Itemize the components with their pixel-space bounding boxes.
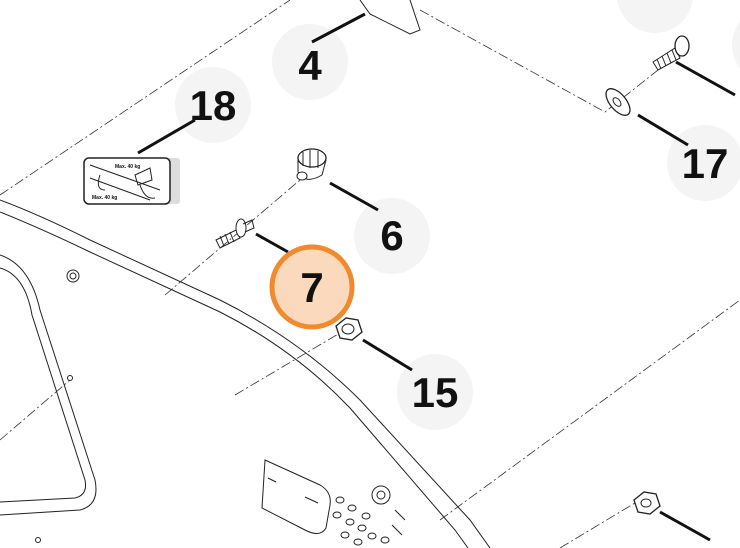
callout-bubble-top	[617, 0, 693, 33]
construction-line	[164, 179, 301, 296]
part-17-washer	[605, 88, 631, 116]
leader-15	[362, 338, 413, 372]
part-15-nut	[335, 317, 363, 341]
leader-right	[675, 60, 736, 97]
callout-label-17[interactable]: 17	[682, 140, 729, 187]
callout-label-6[interactable]: 6	[380, 212, 403, 259]
construction-line	[234, 329, 346, 396]
cover-panel	[0, 199, 491, 548]
leader-6	[329, 181, 379, 212]
nut	[633, 491, 661, 515]
construction-line	[419, 9, 659, 113]
callout-bubble-4	[272, 24, 348, 100]
construction-line	[0, 379, 71, 441]
part-7-stud	[215, 218, 255, 249]
sticker-text-bottom: Max. 40 kg	[92, 195, 117, 201]
sticker-text-top: Max. 40 kg	[115, 164, 140, 170]
part-6-knob	[296, 148, 327, 181]
callout-label-18[interactable]: 18	[190, 82, 237, 129]
leader-17	[637, 113, 689, 147]
callout-7-highlight[interactable]	[269, 244, 355, 330]
callout-label-15[interactable]: 15	[412, 369, 459, 416]
callout-bubble-15	[397, 354, 473, 430]
construction-line	[439, 299, 740, 521]
part-4-bracket	[359, 0, 421, 35]
leader-4	[311, 12, 366, 44]
construction-line	[0, 0, 291, 196]
callout-label-7[interactable]: 7	[300, 264, 323, 311]
leader-7	[255, 232, 289, 254]
callout-bubble-18	[175, 67, 251, 143]
callout-bubble-6	[354, 198, 430, 274]
callout-label-4[interactable]: 4	[298, 42, 322, 89]
bolt	[652, 35, 690, 71]
construction-line	[559, 499, 641, 548]
callout-bubble-right	[732, 21, 740, 69]
leader-bottom	[659, 510, 711, 542]
leader-18	[137, 118, 196, 155]
part-18-sticker: Max. 40 kg Max. 40 kg	[83, 157, 180, 205]
